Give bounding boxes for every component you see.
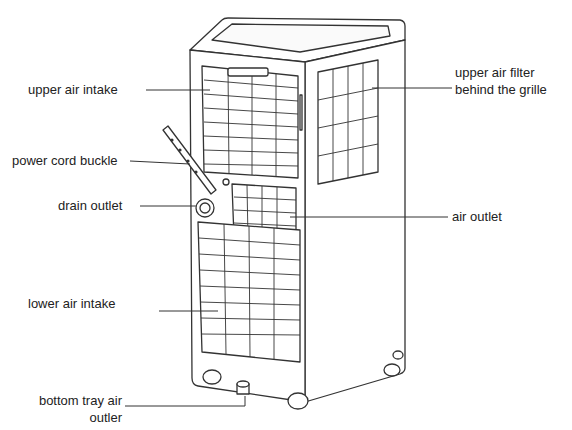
buckle-holes bbox=[170, 138, 197, 173]
part-label: drain outlet bbox=[58, 197, 148, 214]
wheel bbox=[384, 364, 400, 376]
side-grille-slats bbox=[318, 63, 378, 181]
part-label: power cord buckle bbox=[12, 152, 142, 169]
part-label: upper air filter behind the grille bbox=[455, 64, 567, 98]
part-label: upper air intake bbox=[28, 81, 148, 98]
top-panel bbox=[212, 24, 390, 52]
small-port bbox=[223, 179, 229, 185]
part-label: lower air intake bbox=[28, 295, 158, 312]
drain-cap bbox=[200, 203, 210, 213]
bottom-tray-outlet-end bbox=[237, 381, 249, 387]
part-label: air outlet bbox=[452, 208, 552, 225]
power-cord-buckle bbox=[163, 126, 216, 194]
unit-front bbox=[190, 50, 305, 402]
handle bbox=[228, 68, 268, 76]
lower-grille-slats bbox=[199, 224, 300, 359]
leader-lines bbox=[125, 88, 452, 406]
upper-grille-slats bbox=[204, 69, 298, 177]
side-filter-grille bbox=[318, 60, 378, 184]
wheel bbox=[288, 393, 308, 409]
wheel bbox=[203, 370, 221, 384]
lower-grille bbox=[198, 222, 300, 362]
drain-outlet bbox=[196, 199, 214, 217]
part-label: bottom tray air outler bbox=[20, 392, 122, 426]
unit-side bbox=[305, 40, 405, 402]
upper-grille bbox=[202, 66, 298, 178]
wheel bbox=[393, 351, 403, 359]
side-recess bbox=[300, 95, 302, 130]
